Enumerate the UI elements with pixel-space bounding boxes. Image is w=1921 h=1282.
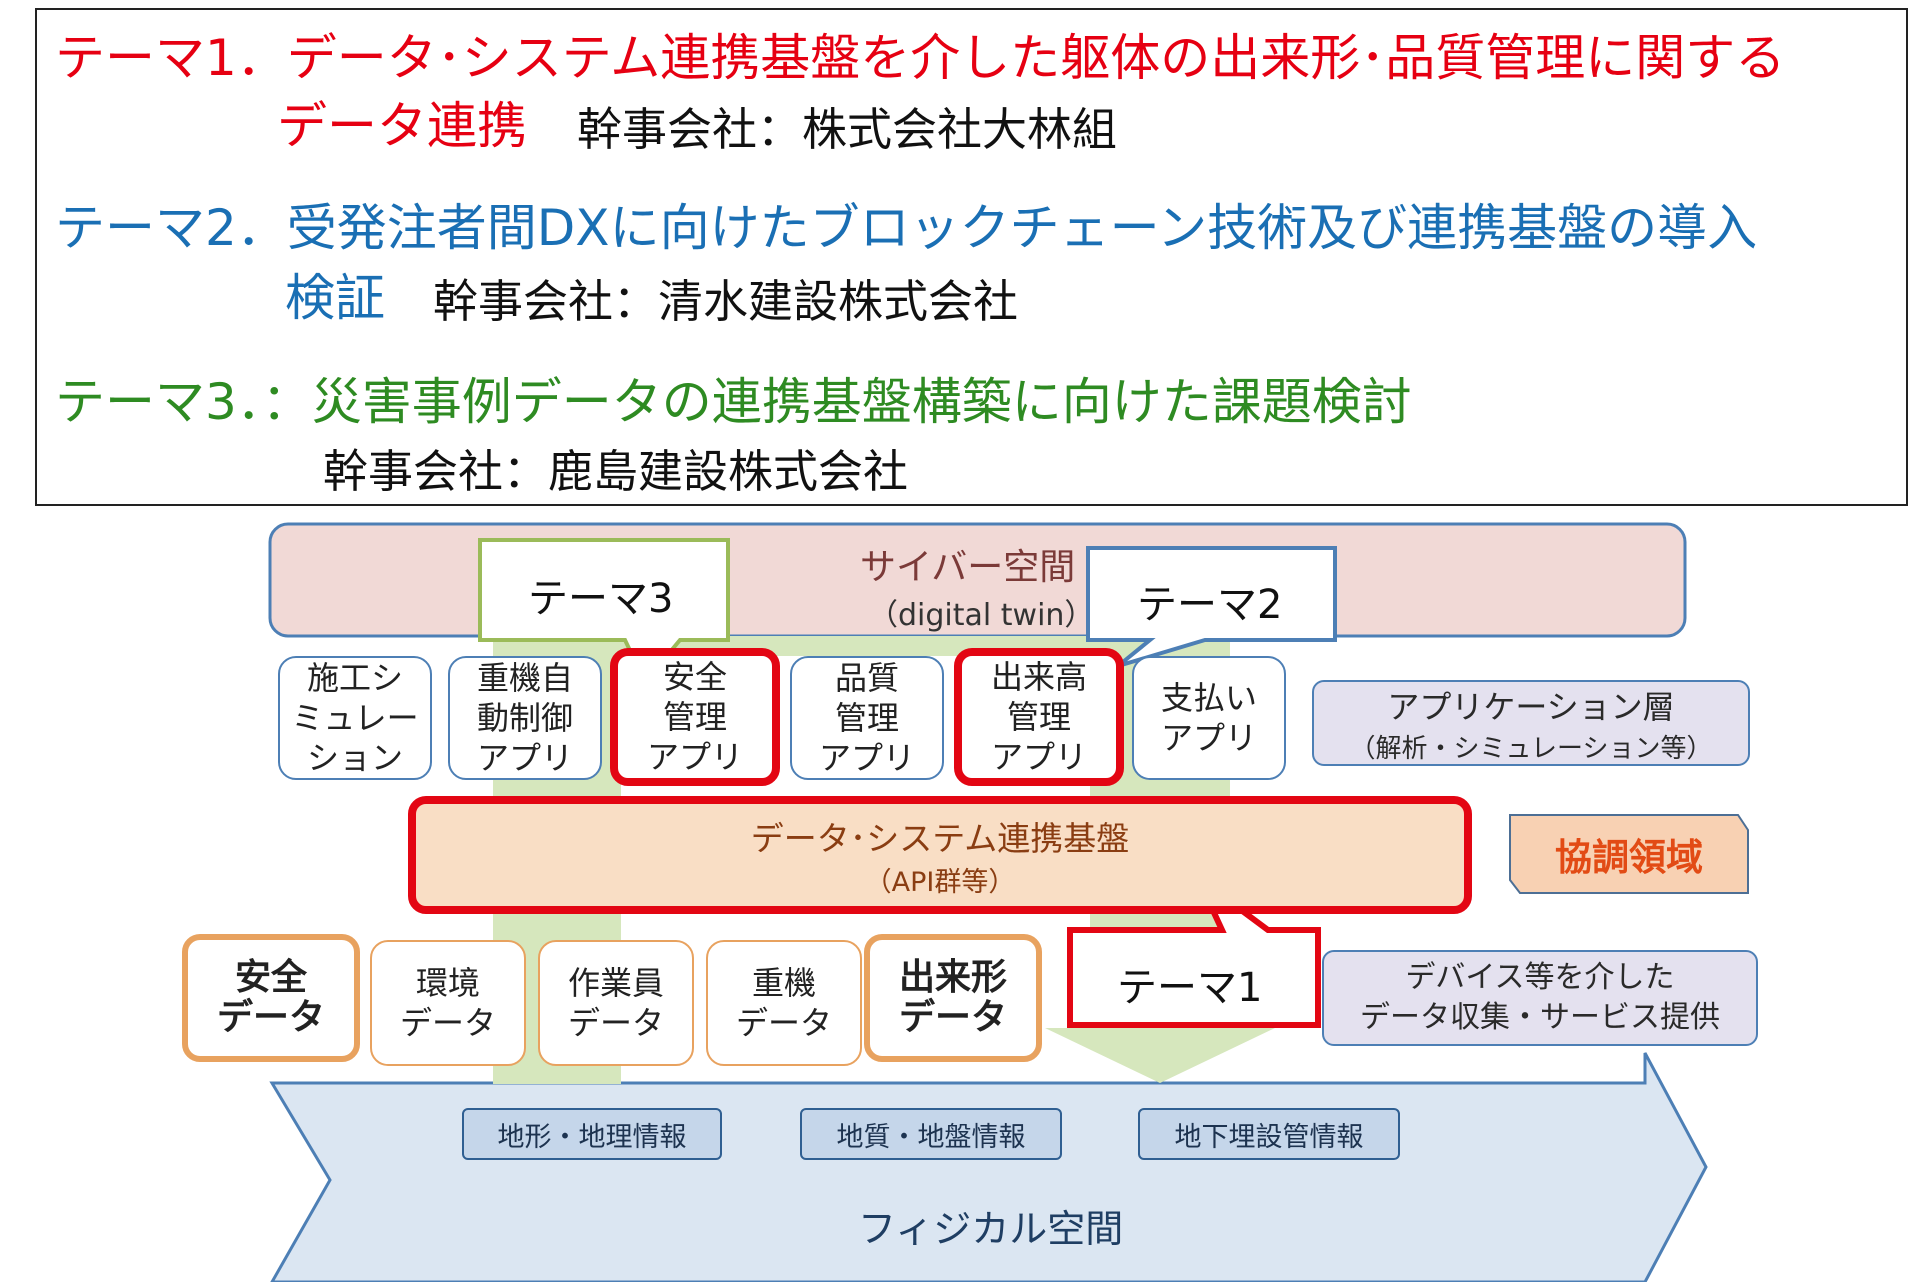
theme2-title-line1: テーマ2．受発注者間DXに向けたブロックチェーン技術及び連携基盤の導入 bbox=[55, 199, 1758, 257]
app-line: 動制御 bbox=[476, 699, 573, 737]
device-worker-data: 作業員 データ bbox=[538, 940, 694, 1066]
theme3-org: 幹事会社：鹿島建設株式会社 bbox=[323, 445, 909, 498]
app-line: アプリ bbox=[818, 739, 915, 777]
app-line: 管理 bbox=[1006, 698, 1071, 736]
app-line: アプリ bbox=[990, 738, 1087, 776]
cyber-space-sublabel: （digital twin） bbox=[868, 598, 1095, 633]
app-line: 管理 bbox=[662, 698, 727, 736]
device-line: データ bbox=[399, 1004, 496, 1042]
device-line: 出来形 bbox=[898, 957, 1007, 998]
info-underground-pipes: 地下埋設管情報 bbox=[1138, 1108, 1400, 1160]
theme1-title-line2: データ連携 bbox=[277, 97, 527, 155]
device-safety-data: 安全 データ bbox=[182, 934, 360, 1062]
theme2-callout-label: テーマ2 bbox=[1137, 582, 1283, 628]
info-terrain-geography: 地形・地理情報 bbox=[462, 1108, 722, 1160]
theme1-callout bbox=[1067, 875, 1321, 1028]
device-line: データ bbox=[216, 997, 325, 1038]
theme1-org: 幹事会社：株式会社大林組 bbox=[577, 103, 1118, 156]
device-line: 環境 bbox=[415, 964, 480, 1002]
platform-title: データ･システム連携基盤 bbox=[750, 818, 1130, 858]
coordination-area-label: 協調領域 bbox=[1555, 836, 1703, 879]
application-layer-label: アプリケーション層 （解析・シミュレーション等） bbox=[1312, 680, 1750, 766]
app-line: 品質 bbox=[834, 659, 899, 697]
theme2-org: 幹事会社：清水建設株式会社 bbox=[433, 275, 1019, 328]
device-line: 安全 bbox=[234, 957, 307, 998]
application-layer-title: アプリケーション層 bbox=[1387, 687, 1675, 726]
theme1-title-line1: テーマ1．データ･システム連携基盤を介した躯体の出来形･品質管理に関する bbox=[55, 29, 1786, 87]
platform-subtitle: （API群等） bbox=[864, 866, 1016, 898]
app-payment: 支払い アプリ bbox=[1132, 656, 1286, 780]
app-line: ション bbox=[306, 739, 403, 777]
device-layer-line2: データ収集・サービス提供 bbox=[1360, 1000, 1720, 1035]
theme3-callout-label: テーマ3 bbox=[528, 576, 674, 622]
device-line: データ bbox=[898, 997, 1007, 1038]
app-line: アプリ bbox=[476, 739, 573, 777]
app-safety-management: 安全 管理 アプリ bbox=[610, 648, 780, 786]
theme2-title-line2: 検証 bbox=[285, 269, 385, 327]
app-line: 支払い bbox=[1160, 679, 1257, 717]
app-quality-management: 品質 管理 アプリ bbox=[790, 656, 944, 780]
app-line: ミュレー bbox=[291, 699, 419, 737]
info-geology-ground: 地質・地盤情報 bbox=[800, 1108, 1062, 1160]
device-layer-line1: デバイス等を介した bbox=[1405, 960, 1675, 995]
theme3-title: テーマ3．：災害事例データの連携基盤構築に向けた課題検討 bbox=[55, 373, 1412, 431]
device-layer-label: デバイス等を介した データ収集・サービス提供 bbox=[1322, 950, 1758, 1046]
physical-space-label: フィジカル空間 bbox=[858, 1207, 1124, 1251]
device-as-built-data: 出来形 データ bbox=[864, 934, 1042, 1062]
device-line: データ bbox=[567, 1004, 664, 1042]
data-system-platform: データ･システム連携基盤 （API群等） bbox=[408, 796, 1472, 914]
app-line: アプリ bbox=[1160, 719, 1257, 757]
app-line: 出来高 bbox=[990, 658, 1087, 696]
theme1-callout-label: テーマ1 bbox=[1117, 965, 1263, 1011]
app-construction-simulation: 施工シ ミュレー ション bbox=[278, 656, 432, 780]
app-line: 管理 bbox=[834, 699, 899, 737]
cyber-space-label: サイバー空間 bbox=[860, 547, 1076, 588]
theme-list-box: テーマ1．データ･システム連携基盤を介した躯体の出来形･品質管理に関する データ… bbox=[35, 8, 1908, 506]
device-line: 重機 bbox=[751, 964, 816, 1002]
device-environment-data: 環境 データ bbox=[370, 940, 526, 1066]
app-line: 重機自 bbox=[476, 659, 573, 697]
app-line: アプリ bbox=[646, 738, 743, 776]
application-layer-subtitle: （解析・シミュレーション等） bbox=[1349, 733, 1713, 764]
coordination-area-tag bbox=[1509, 814, 1749, 894]
app-heavy-machine-control: 重機自 動制御 アプリ bbox=[448, 656, 602, 780]
device-line: データ bbox=[735, 1004, 832, 1042]
theme2-callout bbox=[1086, 546, 1337, 668]
app-line: 安全 bbox=[662, 658, 727, 696]
app-line: 施工シ bbox=[306, 659, 403, 697]
app-progress-management: 出来高 管理 アプリ bbox=[954, 648, 1124, 786]
device-heavy-machine-data: 重機 データ bbox=[706, 940, 862, 1066]
device-line: 作業員 bbox=[567, 964, 664, 1002]
